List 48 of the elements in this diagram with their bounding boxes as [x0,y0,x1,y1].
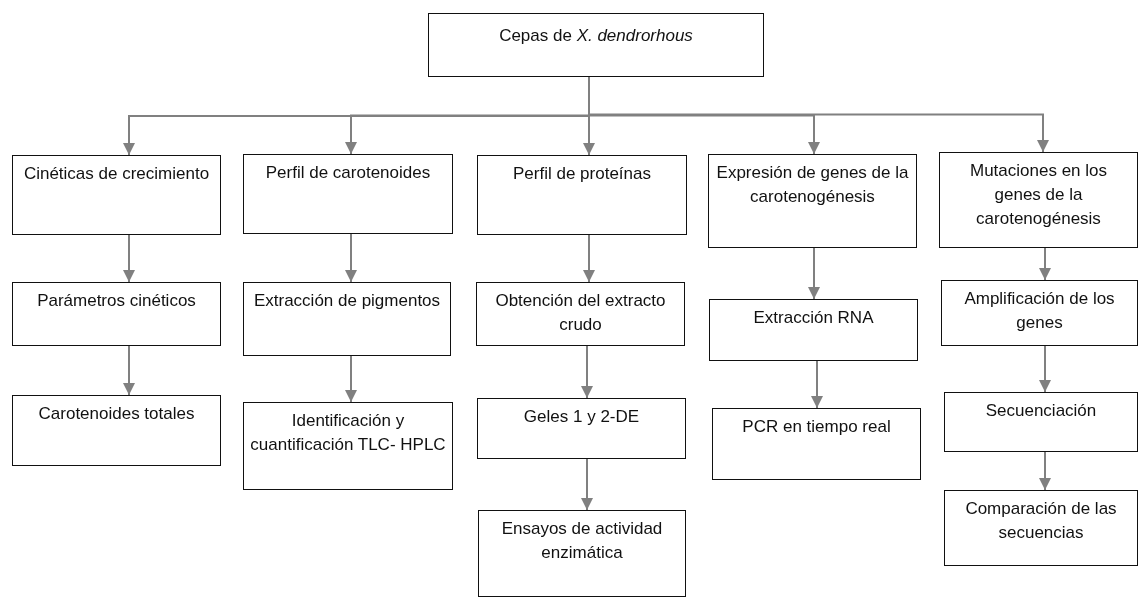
arrow [123,345,135,396]
box-label: Cepas de X. dendrorhous [499,25,693,47]
arrow [581,458,593,511]
box-label: Extracción de pigmentos [253,290,441,312]
box-label: Parámetros cinéticos [37,290,196,312]
box-label: Mutaciones en los genes de la carotenogénesis [969,160,1108,230]
box-label: Perfil de carotenoides [265,162,431,184]
process-box [939,152,1138,248]
arrow [581,345,593,399]
process-box [12,395,221,466]
process-box [709,299,918,361]
box-label: Geles 1 y 2-DE [523,406,640,428]
box-label: Comparación de las secuencias [964,498,1118,544]
box-label: Amplificación de los genes [963,288,1116,334]
box-label: Identificación y cuantificación TLC- HPLC [250,410,446,456]
box-label: PCR en tiempo real [742,416,891,438]
arrow [1039,345,1051,393]
box-label: Obtención del extracto crudo [494,290,667,336]
arrow [1039,247,1051,281]
arrow [345,233,357,283]
arrow [811,360,823,409]
process-box [12,282,221,346]
process-box [477,398,686,459]
process-box [428,13,764,77]
process-box [477,155,687,235]
process-box [941,280,1138,346]
arrow [345,355,357,403]
process-box [478,510,686,597]
process-box [243,282,451,356]
process-box [476,282,685,346]
arrow [808,247,820,300]
arrow [123,234,135,283]
box-label: Extracción RNA [753,307,874,329]
process-box [243,402,453,490]
process-box [944,392,1138,452]
process-box [712,408,921,480]
process-box [944,490,1138,566]
box-label: Perfil de proteínas [513,163,651,185]
box-label: Cinéticas de crecimiento [23,163,210,185]
arrow [1039,451,1051,491]
process-box [12,155,221,235]
box-label: Expresión de genes de la carotenogénesis [715,162,910,208]
process-box [708,154,917,248]
box-label: Carotenoides totales [38,403,195,425]
box-label: Secuenciación [985,400,1097,422]
arrow [583,234,595,283]
process-box [243,154,453,234]
box-label: Ensayos de actividad enzimática [500,518,664,564]
